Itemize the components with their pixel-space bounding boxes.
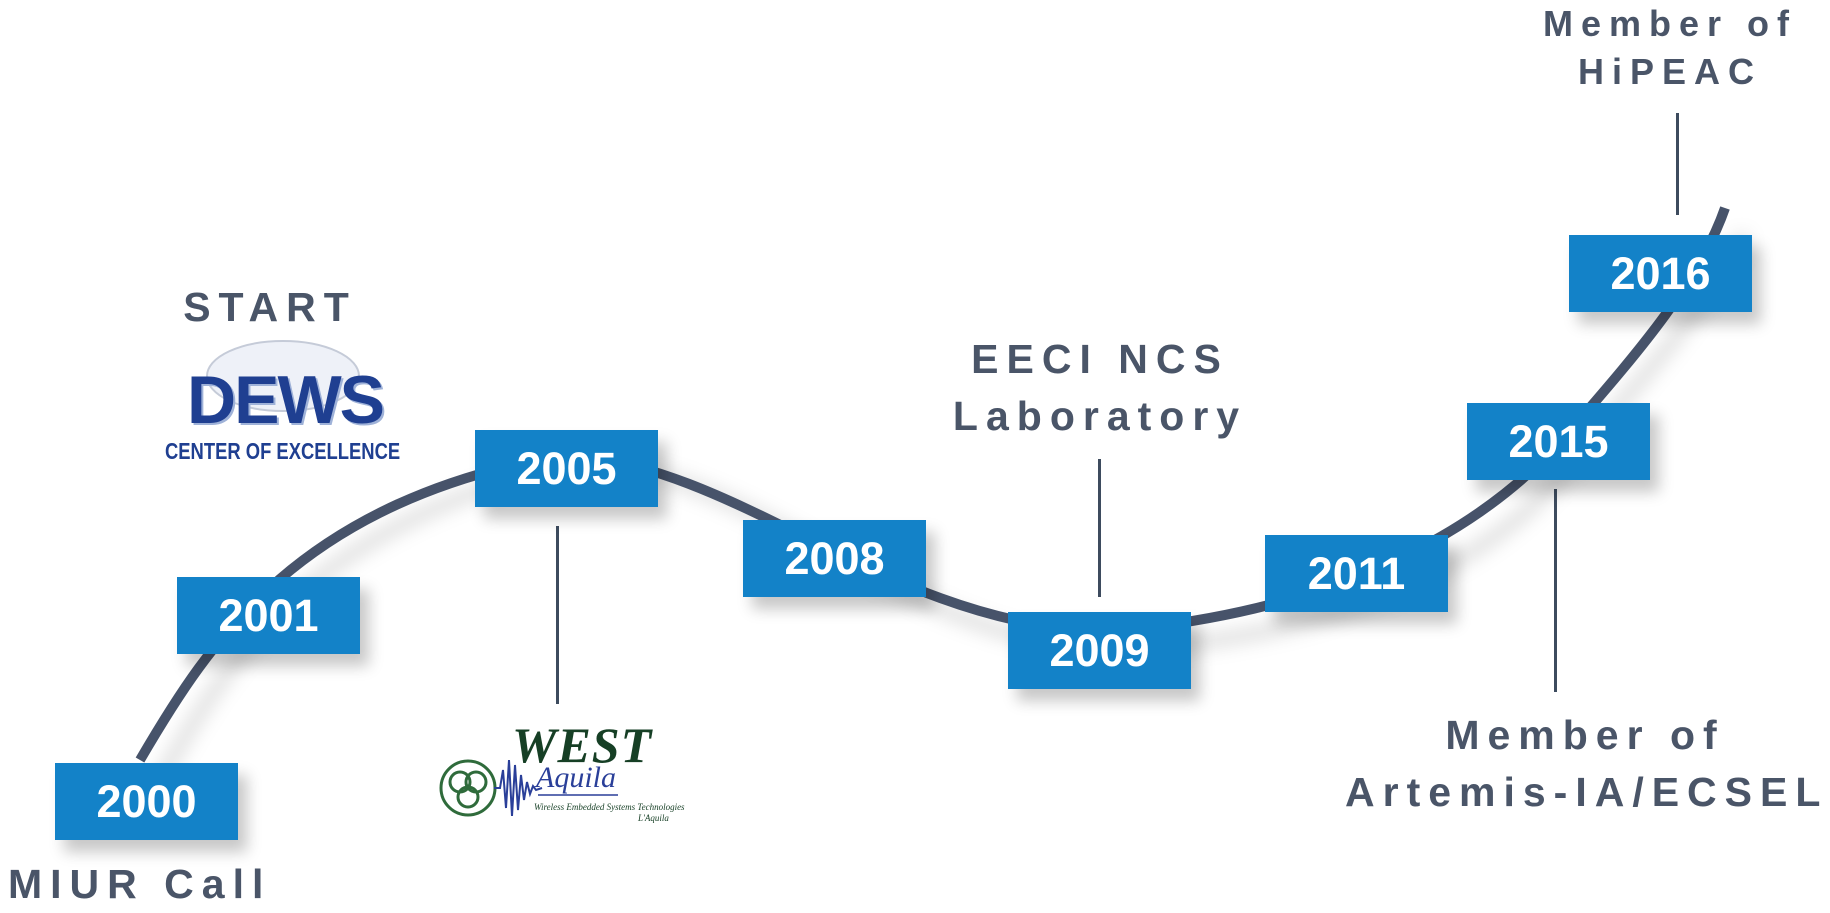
year-box-2000: 2000 bbox=[55, 763, 238, 840]
west-logo-emblem-ring-3 bbox=[456, 785, 480, 809]
west-logo-graphic bbox=[439, 759, 618, 817]
connector-2015-artemis bbox=[1554, 489, 1557, 692]
event-label-hipeac: Member of HiPEAC bbox=[1520, 0, 1820, 96]
year-box-2015: 2015 bbox=[1467, 403, 1650, 480]
dews-logo-subtitle: CENTER OF EXCELLENCE bbox=[165, 438, 401, 464]
dews-logo: DEWS CENTER OF EXCELLENCE bbox=[165, 336, 401, 466]
dews-logo-ellipse-svg bbox=[206, 340, 360, 412]
artemis-line-1: Member of bbox=[1445, 712, 1725, 758]
eeci-line-2: Laboratory bbox=[952, 393, 1248, 439]
event-label-start: START bbox=[183, 284, 357, 330]
west-logo-subtitle: Aquila bbox=[536, 761, 616, 794]
year-box-2016: 2016 bbox=[1569, 235, 1752, 312]
dews-logo-title: DEWS bbox=[187, 362, 385, 438]
west-logo: WEST Aquila Wireless Embedded Systems Te… bbox=[438, 717, 685, 830]
west-logo-tagline: Wireless Embedded Systems Technologies bbox=[534, 802, 685, 812]
year-box-2005: 2005 bbox=[475, 430, 658, 507]
hipeac-line-2: HiPEAC bbox=[1577, 51, 1763, 92]
west-logo-wave bbox=[494, 759, 543, 817]
connector-2009-eeci bbox=[1098, 459, 1101, 597]
year-box-2011: 2011 bbox=[1265, 535, 1448, 612]
eeci-line-1: EECI NCS bbox=[971, 336, 1229, 382]
event-label-eeci-ncs-laboratory: EECI NCS Laboratory bbox=[930, 331, 1270, 445]
year-box-2008: 2008 bbox=[743, 520, 926, 597]
hipeac-line-1: Member of bbox=[1542, 3, 1798, 44]
event-label-artemis: Member of Artemis-IA/ECSEL bbox=[1345, 707, 1825, 821]
event-label-miur-call: MIUR Call bbox=[8, 861, 272, 907]
connector-2016-hipeac bbox=[1676, 113, 1679, 215]
west-logo-city: L'Aquila bbox=[638, 813, 669, 823]
connector-2005-west bbox=[556, 526, 559, 704]
year-box-2001: 2001 bbox=[177, 577, 360, 654]
dews-logo-ellipse bbox=[206, 340, 360, 412]
west-logo-title: WEST bbox=[512, 717, 653, 773]
year-box-2009: 2009 bbox=[1008, 612, 1191, 689]
artemis-line-2: Artemis-IA/ECSEL bbox=[1345, 769, 1829, 815]
